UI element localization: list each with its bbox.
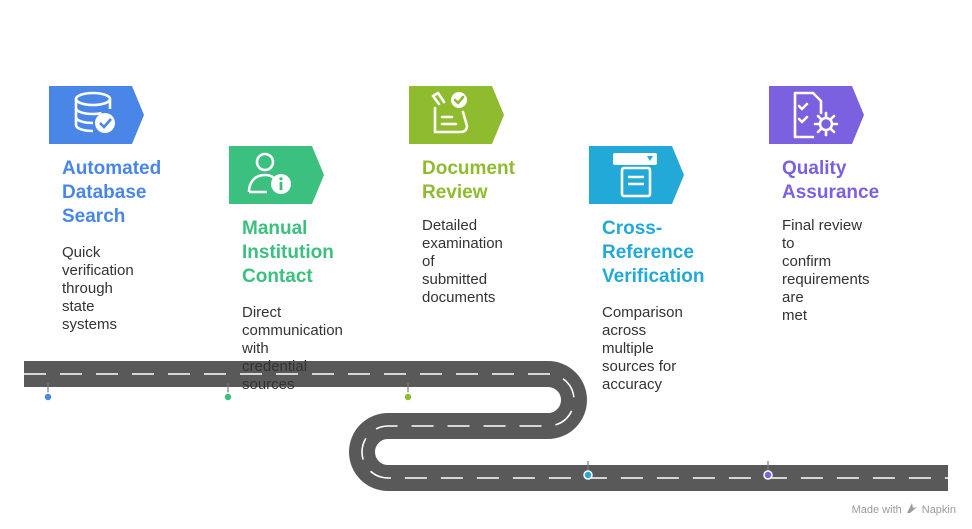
step-1-title: Automated Database Search (62, 158, 162, 227)
database-check-icon (74, 91, 115, 133)
marker-dot-4 (583, 470, 593, 480)
step-2-title: Manual Institution Contact (242, 218, 334, 287)
road-markers (43, 383, 773, 480)
document-review-icon (431, 91, 469, 134)
marker-dot-5 (763, 470, 773, 480)
person-info-icon (247, 152, 291, 194)
checklist-gear-icon (793, 91, 839, 139)
step-1-description: Quick verification through state systems (62, 244, 134, 333)
made-with-napkin-credit: Made with Napkin (852, 502, 956, 517)
step-3-description: Detailed examination of submitted docume… (422, 217, 503, 306)
marker-dot-3 (403, 392, 413, 402)
footer-label: Made with (851, 503, 902, 516)
footer-brand: Napkin (921, 503, 956, 516)
cross-reference-document-icon (613, 153, 657, 198)
step-2-description: Direct communication with credential sou… (242, 304, 343, 393)
step-5-description: Final review to confirm requirements are… (782, 217, 870, 324)
marker-dot-2 (223, 392, 233, 402)
step-2-badge (229, 146, 324, 204)
marker-dot-1 (43, 392, 53, 402)
step-5-title: Quality Assurance (782, 158, 880, 203)
napkin-logo-icon (906, 502, 918, 517)
step-3-title: Document Review (422, 158, 515, 203)
step-3-badge (409, 86, 504, 144)
step-4-badge (589, 146, 684, 204)
step-4-title: Cross- Reference Verification (602, 218, 705, 287)
step-4-description: Comparison across multiple sources for a… (602, 304, 683, 393)
step-5-badge (769, 86, 864, 144)
step-1-badge (49, 86, 144, 144)
